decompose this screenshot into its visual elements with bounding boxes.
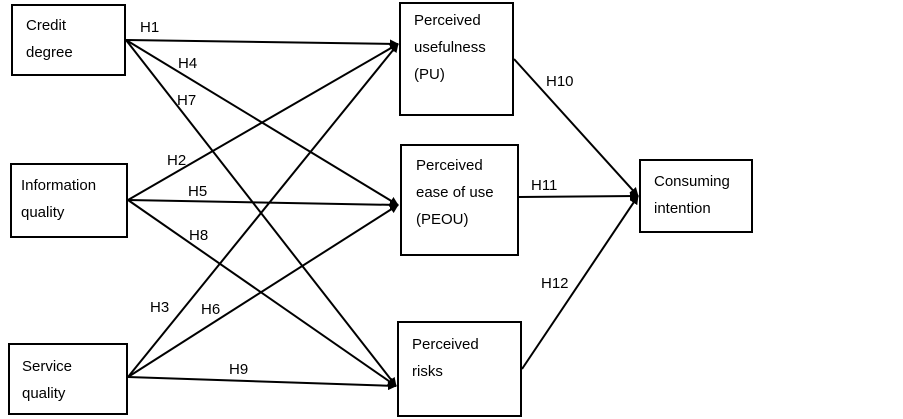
- edge-label-h1: H1: [140, 19, 160, 36]
- edge-label-h9: H9: [229, 361, 249, 378]
- arrow-h3: [127, 43, 399, 378]
- edge-label-h6: H6: [201, 301, 221, 318]
- node-perceived-risks: Perceived risks: [397, 321, 522, 417]
- edge-label-h5: H5: [188, 183, 208, 200]
- edge-label-h12: H12: [541, 275, 569, 292]
- node-label: Perceived ease of use (PEOU): [416, 157, 494, 228]
- arrow-h8: [127, 199, 397, 387]
- edge-label-h11: H11: [531, 177, 558, 194]
- node-consuming-intention: Consuming intention: [639, 159, 753, 233]
- node-label: Credit degree: [26, 17, 73, 61]
- edge-label-h3: H3: [150, 299, 170, 316]
- edge-label-h2: H2: [167, 152, 187, 169]
- node-label: Consuming intention: [654, 173, 730, 217]
- node-label: Perceived usefulness (PU): [414, 12, 486, 83]
- arrow-h2: [127, 43, 399, 201]
- arrow-h5: [127, 199, 399, 210]
- node-service-quality: Service quality: [8, 343, 128, 415]
- node-information-quality: Information quality: [10, 163, 128, 238]
- node-label: Service quality: [22, 358, 73, 402]
- arrow-h6: [127, 204, 399, 378]
- node-credit-degree: Credit degree: [11, 4, 126, 76]
- arrow-h10: [513, 58, 639, 197]
- arrow-h12: [521, 195, 639, 370]
- edge-label-h10: H10: [546, 73, 574, 90]
- node-label: Perceived risks: [412, 336, 479, 380]
- node-perceived-ease-of-use: Perceived ease of use (PEOU): [400, 144, 519, 256]
- node-label: Information quality: [21, 177, 97, 221]
- arrow-h9: [127, 376, 397, 391]
- edge-label-h8: H8: [189, 227, 209, 244]
- edge-label-h7: H7: [177, 92, 197, 109]
- edge-label-h4: H4: [178, 55, 198, 72]
- arrow-h11: [518, 191, 639, 201]
- arrow-h1: [125, 39, 399, 49]
- node-perceived-usefulness: Perceived usefulness (PU): [399, 2, 514, 116]
